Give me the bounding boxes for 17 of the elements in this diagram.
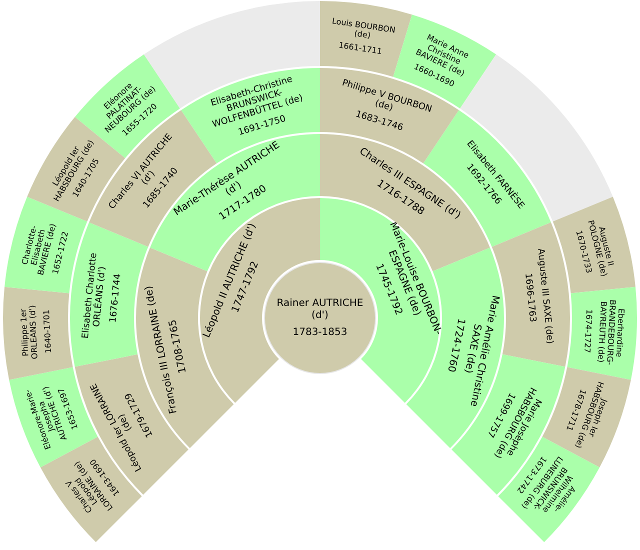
life-dates: 1674-1727: [582, 309, 594, 354]
life-dates: 1676-1744: [108, 272, 124, 323]
ancestor-sector: [567, 286, 637, 380]
person-circle: [264, 262, 376, 374]
person-name: Elisabeth Charlotte ORLÉANS (d'): [80, 251, 109, 341]
life-dates: 1696-1763: [522, 272, 537, 322]
ancestor-sector: [320, 1, 413, 77]
person-name: Louis BOURBON (de): [330, 16, 397, 42]
life-dates: 1661-1711: [338, 40, 382, 56]
ancestor-sector: [552, 196, 636, 294]
life-dates: 1783-1853: [292, 326, 348, 338]
person-name: Eberhardine BRANDEBOURG-BAYREUTH (de): [594, 298, 626, 368]
person-name: Rainer AUTRICHE (d'): [276, 298, 364, 321]
life-dates: 1708-1765: [167, 318, 190, 374]
person-name: Philippe 1er ORLEANS (d'): [18, 304, 40, 362]
ancestor-sector: [3, 286, 73, 380]
life-dates: 1640-1701: [42, 309, 54, 354]
